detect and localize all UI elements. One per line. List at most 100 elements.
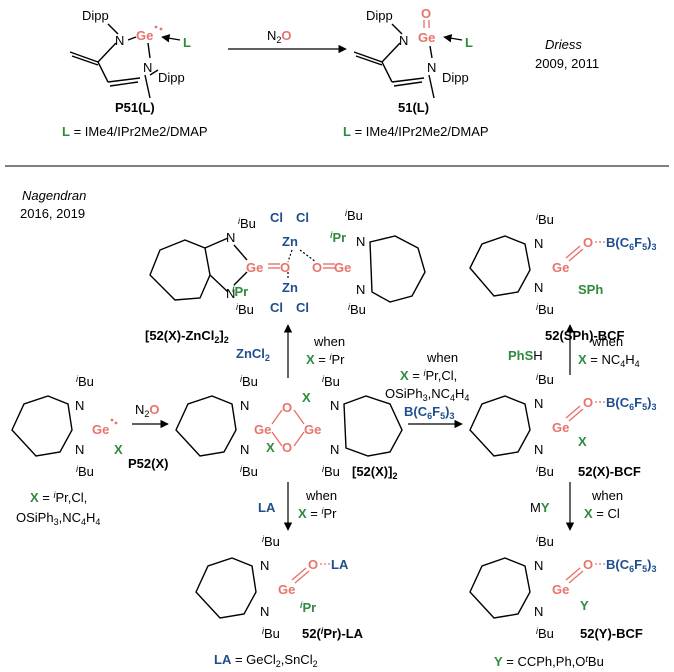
- y-definition: Y = CCPh,Ph,OtBu: [494, 654, 604, 669]
- reaction-arrow-n2o: N2O: [228, 28, 347, 54]
- svg-text:X = iPr: X = iPr: [306, 352, 345, 367]
- svg-text:iBu: iBu: [76, 374, 94, 389]
- credit-driess-years: 2009, 2011: [535, 56, 599, 71]
- label-p51l: P51(L): [115, 100, 155, 115]
- svg-text:OSiPh3,NC4H4: OSiPh3,NC4H4: [385, 386, 469, 403]
- svg-text:X: X: [114, 442, 123, 457]
- svg-text:N: N: [75, 398, 84, 413]
- svg-text:iBu: iBu: [536, 302, 554, 317]
- svg-text:N2O: N2O: [267, 28, 292, 45]
- svg-text:Ge: Ge: [552, 420, 569, 435]
- svg-text:B(C6F5)3: B(C6F5)3: [606, 395, 656, 412]
- svg-text:LA: LA: [331, 557, 349, 572]
- svg-text:B(C6F5)3: B(C6F5)3: [606, 557, 656, 574]
- svg-text:N: N: [75, 442, 84, 457]
- svg-text:Y: Y: [580, 598, 589, 613]
- molecule-ipr-la: N N iBu iBu Ge O LA iPr 52(iPr)-LA: [195, 534, 364, 641]
- svg-text:X: X: [578, 434, 587, 449]
- n-atom: N: [115, 33, 124, 48]
- svg-text:N2O: N2O: [135, 402, 160, 419]
- svg-text:when: when: [591, 488, 623, 503]
- svg-text:iBu: iBu: [536, 626, 554, 641]
- svg-text:iBu: iBu: [240, 464, 258, 479]
- ge-atom: Ge: [136, 28, 153, 43]
- credit-nagendran-years: 2016, 2019: [20, 206, 85, 221]
- svg-text:X = iPr: X = iPr: [298, 506, 337, 521]
- svg-text:O: O: [282, 400, 292, 415]
- svg-text:N: N: [534, 236, 543, 251]
- svg-text:O: O: [280, 260, 290, 275]
- svg-text:LA: LA: [258, 500, 276, 515]
- svg-text:iPr: iPr: [330, 230, 346, 245]
- svg-text:when: when: [305, 488, 337, 503]
- svg-text:iBu: iBu: [238, 216, 256, 231]
- molecule-p52x: N N iBu iBu Ge X P52(X): [11, 374, 168, 479]
- label-y-bcf: 52(Y)-BCF: [580, 626, 643, 641]
- molecule-p51l: Dipp N Ge L N Dipp P51(L): [69, 8, 191, 115]
- dipp-label: Dipp: [366, 8, 393, 23]
- dipp-label: Dipp: [442, 70, 469, 85]
- svg-text:X: X: [302, 390, 311, 405]
- svg-text:N: N: [226, 230, 235, 245]
- svg-text:iBu: iBu: [322, 464, 340, 479]
- svg-text:Ge: Ge: [254, 422, 271, 437]
- dipp-label: Dipp: [158, 70, 185, 85]
- label-x-bcf: 52(X)-BCF: [578, 464, 641, 479]
- molecule-y-bcf: N N iBu iBu Ge O B(C6F5)3 Y 52(Y)-BCF: [469, 534, 656, 641]
- svg-text:N: N: [260, 558, 269, 573]
- svg-text:iBu: iBu: [536, 372, 554, 387]
- svg-text:Cl: Cl: [296, 300, 309, 315]
- svg-text:iBu: iBu: [236, 302, 254, 317]
- ge-atom: Ge: [418, 30, 435, 45]
- svg-text:Ge: Ge: [278, 582, 295, 597]
- credit-nagendran: Nagendran: [22, 188, 86, 203]
- la-definition: LA = GeCl2,SnCl2: [214, 652, 318, 669]
- svg-text:SPh: SPh: [578, 282, 603, 297]
- molecule-51l: O Dipp N Ge L N Dipp 51(L): [353, 6, 473, 115]
- svg-text:Ge: Ge: [246, 260, 263, 275]
- svg-text:Ge: Ge: [552, 260, 569, 275]
- l-ligand: L: [465, 35, 473, 50]
- svg-text:Cl: Cl: [270, 210, 283, 225]
- label-dimer: [52(X)]2: [352, 464, 397, 481]
- label-sph-bcf: 52(SPh)-BCF: [545, 328, 625, 343]
- svg-text:iPr: iPr: [300, 600, 316, 615]
- svg-text:OSiPh3,NC4H4: OSiPh3,NC4H4: [16, 510, 100, 527]
- svg-text:O: O: [312, 260, 322, 275]
- bcf-label: B(C6F5)3: [606, 235, 656, 252]
- svg-text:N: N: [534, 442, 543, 457]
- svg-text:N: N: [240, 398, 249, 413]
- svg-text:iBu: iBu: [322, 374, 340, 389]
- svg-text:N: N: [534, 604, 543, 619]
- svg-text:iBu: iBu: [262, 626, 280, 641]
- label-ipr-la: 52(iPr)-LA: [302, 626, 364, 641]
- svg-text:iBu: iBu: [536, 534, 554, 549]
- svg-text:ZnCl2: ZnCl2: [236, 346, 270, 363]
- l-ligand: L: [183, 35, 191, 50]
- svg-text:Ge: Ge: [334, 260, 351, 275]
- svg-text:N: N: [226, 286, 235, 301]
- svg-text:X = iPr,Cl,: X = iPr,Cl,: [30, 490, 87, 505]
- svg-text:N: N: [534, 558, 543, 573]
- svg-text:iBu: iBu: [240, 374, 258, 389]
- svg-text:PhSH: PhSH: [508, 348, 543, 363]
- svg-text:X = NC4H4: X = NC4H4: [578, 352, 640, 369]
- o-atom: O: [421, 6, 431, 21]
- svg-text:N: N: [330, 398, 339, 413]
- svg-text:MY: MY: [530, 500, 550, 515]
- svg-text:when: when: [313, 334, 345, 349]
- svg-text:N: N: [240, 442, 249, 457]
- n-atom: N: [143, 60, 152, 75]
- svg-text:iBu: iBu: [536, 464, 554, 479]
- svg-text:Ge: Ge: [92, 422, 109, 437]
- svg-text:O: O: [308, 557, 318, 572]
- svg-text:Ge: Ge: [552, 582, 569, 597]
- svg-text:N: N: [260, 604, 269, 619]
- molecule-zncl2-dimer: N N Ge O iBu iBu iPr Cl Cl Zn Zn Cl Cl O…: [145, 208, 426, 345]
- svg-text:X: X: [266, 440, 275, 455]
- svg-text:N: N: [356, 282, 365, 297]
- svg-text:Ge: Ge: [304, 422, 321, 437]
- n-atom: N: [399, 33, 408, 48]
- svg-text:Zn: Zn: [282, 280, 298, 295]
